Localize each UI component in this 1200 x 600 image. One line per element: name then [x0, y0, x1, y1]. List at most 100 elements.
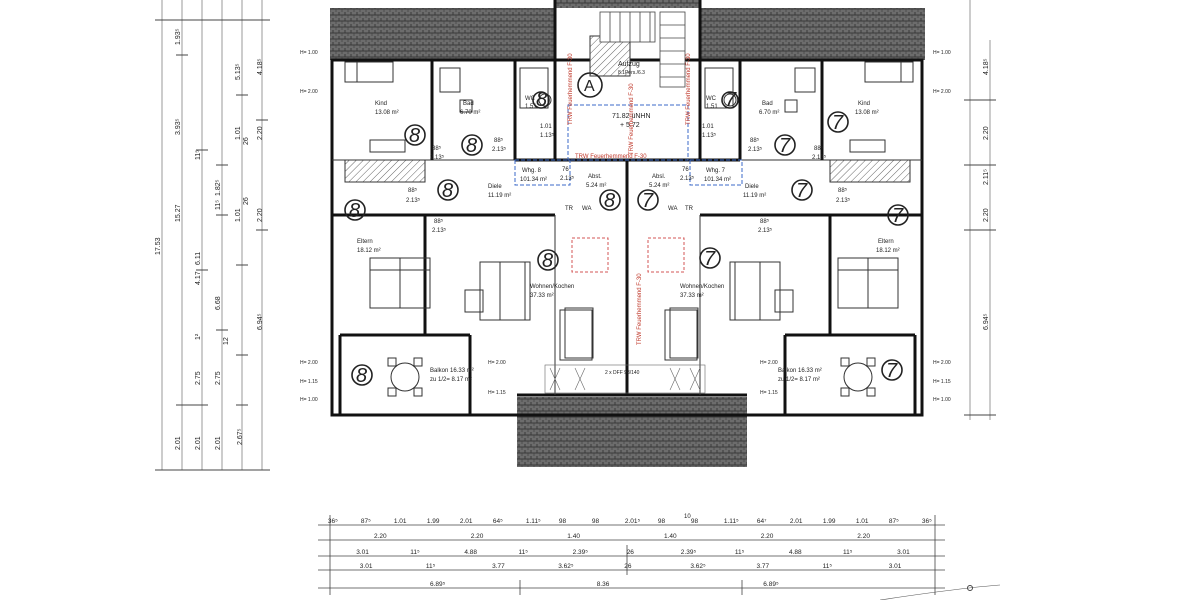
dim-label: 4.88 [789, 549, 802, 556]
door-dim: 76 [682, 167, 689, 173]
dim-label: 3.01 [889, 563, 902, 570]
door-dim: 88⁵ [750, 137, 760, 144]
room-name: Wohnen/Kochen [680, 284, 724, 290]
dim-label: 2.20 [374, 533, 387, 540]
door-dim: 2.13⁵ [836, 197, 851, 204]
room-name: Kind [858, 101, 870, 107]
dim-label: 1.01 [235, 126, 242, 140]
dim-label: 36⁵ [328, 518, 338, 525]
unit-number: 7 [642, 190, 654, 212]
dim-label: 4.18⁵ [257, 58, 264, 75]
dim-label: 64⁵ [493, 518, 503, 525]
elevator-label: Aufzug [618, 61, 640, 68]
utility-label: WA [668, 206, 677, 212]
door-dim: 2.13⁵ [432, 227, 447, 234]
dim-label: 87⁵ [361, 518, 371, 525]
door-dim: 88⁵ [432, 145, 442, 152]
dim-label: 2.20 [257, 126, 264, 140]
elevator-sub: 8.1Pers./6.3 [618, 70, 645, 76]
dim-label: 98 [658, 518, 666, 525]
dim-label: 3.77 [757, 563, 770, 570]
door-dim: 76 [562, 167, 569, 173]
room-name: WC [706, 96, 717, 102]
dim-label: 3.77 [492, 563, 505, 570]
dim-label: 6.94⁵ [257, 313, 264, 330]
room-name: Abst. [588, 174, 602, 180]
unit-number: 7 [704, 248, 716, 270]
dim-label: 2.01 [175, 436, 182, 450]
dim-label: 26 [624, 563, 632, 570]
room-area: 11.19 m² [743, 193, 766, 199]
door-dim: 2.13⁵ [680, 175, 695, 182]
door-dim: 2.13⁵ [748, 146, 763, 153]
dim-label: 15.27 [175, 204, 182, 222]
room-area: zu 1/2= 8.17 m² [430, 377, 472, 383]
fire-wall-label: TRW Feuerhemmend F-30 [568, 53, 574, 125]
unit-number: 7 [725, 89, 737, 111]
dim-label: 3.01 [356, 549, 369, 556]
fire-wall-label: TRW Feuerhemmend F-30 [686, 53, 692, 125]
room-area: 18.12 m² [876, 248, 900, 254]
dim-label: 2.01 [790, 518, 803, 525]
fire-wall-label: TRW Feuerhemmend F-30 [575, 154, 647, 160]
room-area: 18.12 m² [357, 248, 381, 254]
unit-number: 7 [832, 112, 844, 134]
dim-label: 36⁵ [922, 518, 932, 525]
unit-number: 8 [542, 250, 553, 272]
staircase [599, 11, 686, 88]
door-dim: 2.13⁵ [406, 197, 421, 204]
dim-label: 2.39⁵ [573, 549, 589, 556]
dim-label: 2.01 [195, 436, 202, 450]
dim-label: 98 [559, 518, 567, 525]
room-area: 1.51 [706, 104, 718, 110]
dim-label: 3.01 [897, 549, 910, 556]
room-name: Diele [745, 184, 759, 190]
dim-label: 1.11⁵ [724, 518, 739, 525]
room-name: Balkon 16.33 m² [778, 368, 822, 374]
unit-number: 7 [796, 180, 808, 202]
unit-left: Kind 13.08 m² Bad 6.70 m² WC 1.51 Diele … [344, 61, 640, 397]
stair-label: A [584, 78, 595, 95]
room-area: 37.33 m² [680, 293, 704, 299]
dim-label: 3.62⁵ [690, 563, 706, 570]
level-mark: H= 1.15 [300, 379, 318, 385]
stairwell-core: A Aufzug 8.1Pers./6.3 71.82 üNHN + 5.72 [514, 61, 743, 186]
room-name: Kind [375, 101, 387, 107]
dim-label: 2.20 [761, 533, 774, 540]
level-marks: H= 1.00 H= 2.00 H= 2.00 H= 1.15 H= 1.00 … [300, 50, 951, 403]
dim-label: 1.82⁵ [215, 179, 222, 196]
room-name: Absl. [652, 174, 666, 180]
utility-label: WA [582, 206, 591, 212]
door-dim: 1.01 [540, 124, 552, 130]
unit-number: 8 [466, 135, 477, 157]
dim-label: 1.99 [427, 518, 440, 525]
dim-label: 26 [627, 549, 635, 556]
unit-number: 7 [779, 135, 791, 157]
dim-label: 4.17 [195, 271, 202, 285]
room-name: Wohnen/Kochen [530, 284, 574, 290]
room-area: 5.24 m² [649, 183, 669, 189]
level-mark: H= 1.15 [933, 379, 951, 385]
room-name: Bad [762, 101, 773, 107]
dim-label: 11⁵ [215, 200, 222, 210]
site-rail-line [879, 584, 1001, 600]
dim-label: 11⁵ [519, 549, 529, 556]
dim-label: 2.67⁵ [237, 428, 244, 445]
dim-label: 2.20 [983, 208, 990, 222]
level-mark: H= 1.00 [933, 397, 951, 403]
dim-label: 6.94⁵ [983, 313, 990, 330]
dim-label: 26 [243, 137, 250, 145]
door-dim: 88⁵ [408, 187, 418, 194]
level-mark: H= 2.00 [300, 89, 318, 95]
door-dim: 2.13⁵ [492, 146, 507, 153]
dim-label: 3.93⁵ [175, 118, 182, 135]
room-area: 13.08 m² [855, 110, 879, 116]
fire-wall-label: TRW Feuerhemmend F-30 [629, 83, 635, 155]
door-dim: 2.13⁵ [430, 154, 445, 161]
door-dim: 1.13⁵ [702, 132, 717, 139]
utility-label: TR [685, 206, 694, 212]
left-dimension-chain: 1.93⁵ 3.93⁵ 15.27 6.11 17.53 2.01 11⁵ 11… [155, 0, 270, 471]
dim-label: 2.20 [983, 126, 990, 140]
dim-label: 2.20 [857, 533, 870, 540]
